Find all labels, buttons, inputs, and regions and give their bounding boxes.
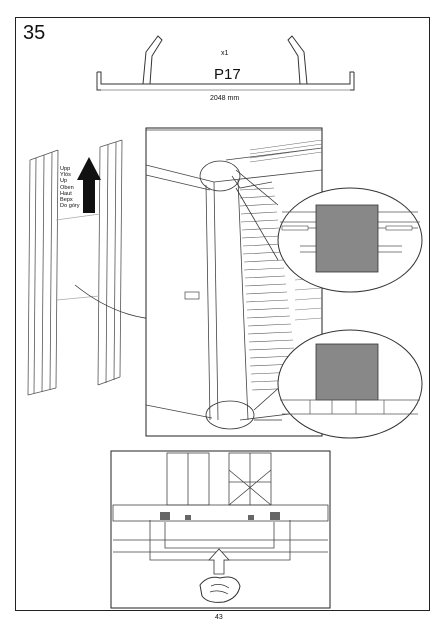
step-number: 35 [23, 22, 46, 44]
orientation-label-line: Верх [60, 197, 73, 204]
part-code: P17 [214, 66, 241, 83]
press-hand-icon [199, 576, 241, 603]
up-arrow-icon [77, 157, 101, 213]
panel-edge-bottom [315, 343, 379, 401]
part-quantity: x1 [221, 50, 229, 57]
insert-arrow-icon [208, 548, 230, 575]
part-length: 2048 mm [210, 95, 240, 102]
orientation-label-line: Up [60, 178, 68, 185]
page-number: 43 [215, 614, 223, 621]
orientation-label: Upp Ylös Up Oben Haut Верх Do góry [60, 166, 80, 209]
orientation-label-line: Oben [60, 184, 74, 191]
detail-marker-top [199, 160, 241, 192]
orientation-label-line: Do góry [60, 203, 80, 210]
detail-marker-bottom [205, 400, 255, 430]
orientation-label-line: Upp [60, 166, 71, 172]
page-frame [15, 17, 430, 611]
orientation-label-line: Haut [60, 190, 72, 197]
panel-edge-top [315, 204, 379, 273]
orientation-label-line: Ylös [60, 172, 71, 179]
